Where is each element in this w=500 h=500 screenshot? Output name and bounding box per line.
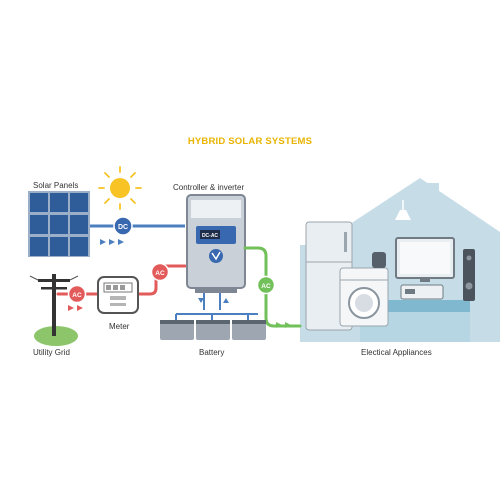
appliances-label: Electical Appliances [361, 348, 432, 357]
ac-grid-badge: AC [67, 284, 87, 304]
utility-pole-icon [29, 274, 79, 346]
audio-player-icon [400, 284, 444, 300]
battery-flow-arrows [198, 298, 229, 303]
meter-label: Meter [109, 322, 130, 331]
ac-grid-badge-label: AC [72, 292, 82, 299]
tv-icon [395, 237, 455, 282]
diagram-title: HYBRID SOLAR SYSTEMS [187, 136, 313, 147]
dc-flow-arrows [100, 239, 124, 245]
controller-inverter-icon [186, 194, 246, 293]
ac-meter-badge: AC [150, 262, 170, 282]
battery-label: Battery [199, 348, 225, 357]
dc-badge-label: DC [118, 224, 128, 231]
kettle-icon [372, 252, 386, 268]
ac-appliance-badge: AC [256, 275, 276, 295]
ac-grid-flow-arrows [68, 305, 83, 311]
battery-wiring [175, 293, 258, 320]
sun-icon [98, 166, 142, 210]
ac-appliance-badge-label: AC [261, 283, 271, 290]
dc-badge: DC [113, 216, 133, 236]
controller-display-label: DC-AC [202, 233, 218, 239]
ac-appliance-flow-arrows [276, 322, 291, 328]
washing-machine-icon [339, 267, 389, 327]
controller-label: Controller & inverter [173, 183, 245, 192]
ceiling-lamp-icon [395, 200, 411, 220]
solar-panels-icon [28, 191, 90, 257]
battery-bank-icon [160, 320, 266, 340]
ac-meter-badge-label: AC [155, 270, 165, 277]
solar-panels-label: Solar Panels [33, 181, 79, 190]
utility-grid-label: Utility Grid [33, 348, 70, 357]
speaker-icon [463, 249, 475, 301]
meter-icon [97, 276, 139, 314]
